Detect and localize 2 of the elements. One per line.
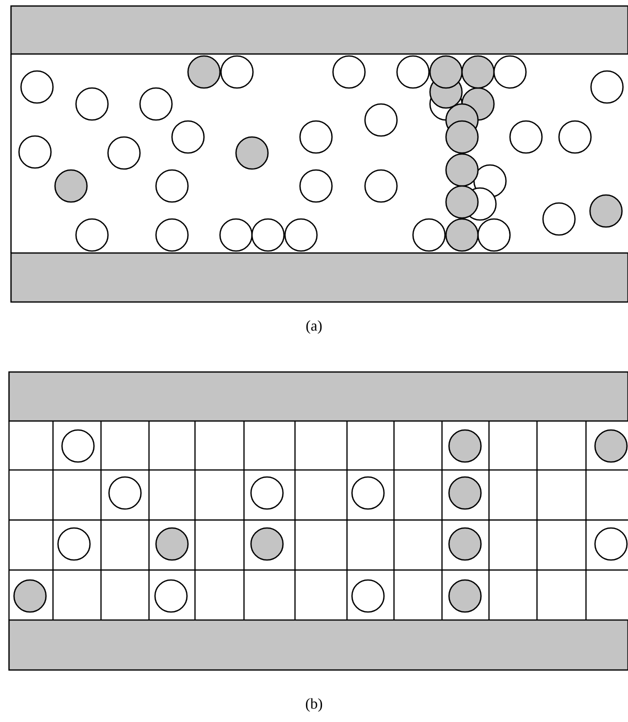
panel-label: (b) xyxy=(306,698,322,712)
panel-label: (a) xyxy=(306,320,322,334)
